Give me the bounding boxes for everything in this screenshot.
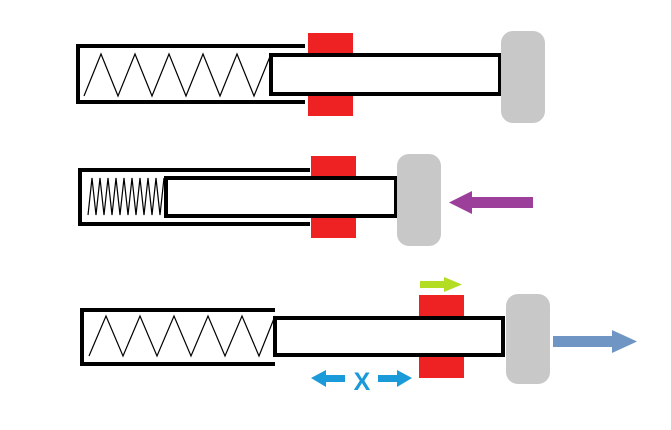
piston-rod: [269, 53, 502, 96]
wheel: [397, 154, 441, 246]
piston-rod: [164, 176, 398, 218]
collar-top: [308, 33, 353, 54]
collar-top: [419, 295, 464, 318]
housing-outline: [78, 168, 310, 226]
panel-compressed: [78, 154, 533, 246]
collar-bottom: [311, 216, 356, 238]
arrow-right-icon: [553, 330, 637, 353]
housing-outline: [80, 308, 275, 366]
panel-rest: [76, 31, 545, 123]
arrow-right-icon: [420, 277, 462, 292]
spring: [87, 177, 165, 216]
panel-extended: X: [80, 277, 637, 396]
collar-bottom: [308, 95, 353, 116]
spring: [88, 314, 276, 358]
double-arrow-icon: [311, 370, 412, 387]
collar-bottom: [419, 355, 464, 378]
displacement-label: X: [354, 368, 371, 396]
spring: [83, 52, 272, 98]
wheel: [506, 294, 550, 384]
housing-outline: [76, 44, 305, 104]
piston-rod: [273, 316, 505, 357]
collar-top: [311, 156, 356, 178]
arrow-left-icon: [449, 191, 533, 214]
wheel: [501, 31, 545, 123]
